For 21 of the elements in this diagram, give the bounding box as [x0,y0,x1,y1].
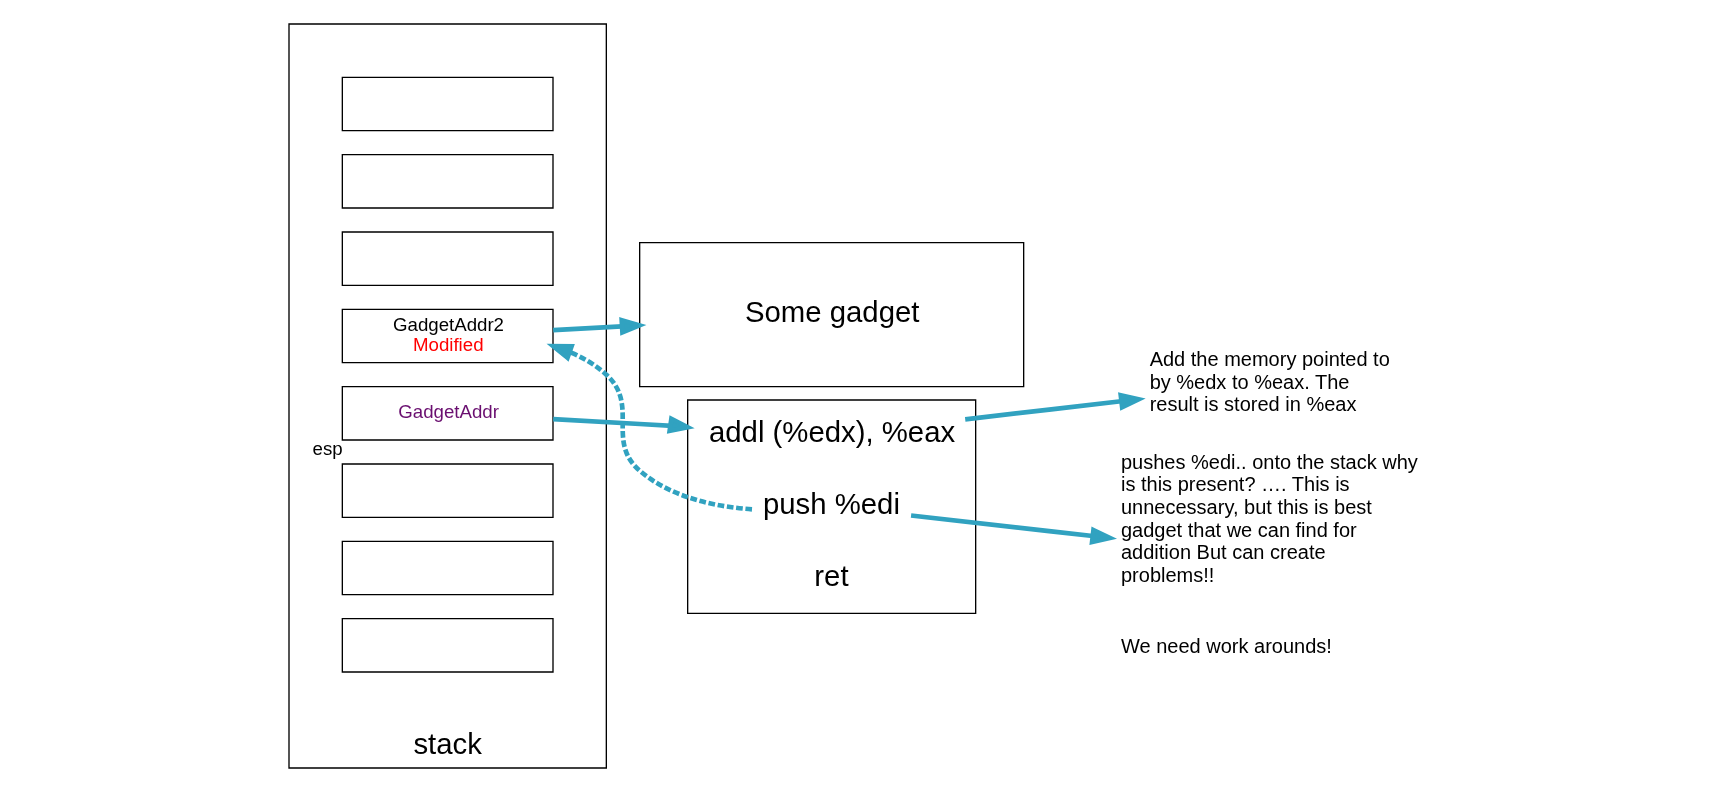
node-box [341,231,554,286]
node-box [341,154,554,209]
arrow [553,415,695,434]
node-box [341,540,554,596]
node-text: ret [814,559,849,593]
arrow [553,317,647,336]
arrow [964,392,1146,422]
node-box: Some gadget [639,242,1025,388]
node-text: pushes %edi.. onto the stack why is this present? …. This is unnecessary, but this is best gadget that we can find for addition But can create problems!! We need work arounds! [1121,450,1418,657]
arrow [910,513,1117,546]
node-label: esp [312,437,343,459]
cluster [687,399,977,614]
arrow [546,343,753,512]
node-box: GadgetAddr [341,386,554,441]
node-box [341,618,554,673]
node-text: push %edi [763,487,900,521]
node-box [341,76,554,132]
node-box [341,463,554,518]
node-text: Add the memory pointed to by %edx to %eax. The result is stored in %eax [1149,348,1390,416]
node-text: addl (%edx), %eax [709,415,956,449]
node-box: GadgetAddr2 Modified [341,308,554,364]
